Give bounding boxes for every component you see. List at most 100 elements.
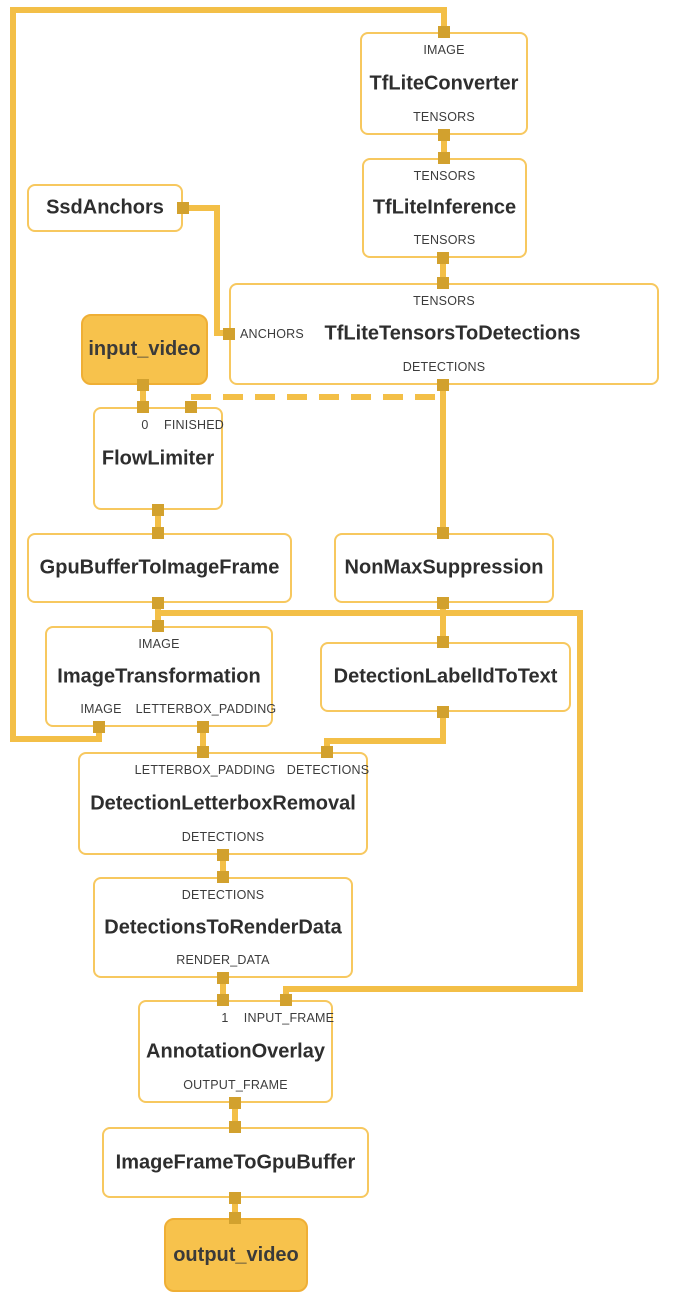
port-tfliteinference-tensors-out	[437, 252, 449, 264]
port-letterboxremoval-detections-out	[217, 849, 229, 861]
port-label-detections-out: DETECTIONS	[181, 830, 265, 844]
terminal-output-video[interactable]: output_video	[164, 1218, 308, 1292]
edge-gpubuffer-to-annotationoverlay-seg1	[155, 610, 583, 616]
port-detectionstorenderdata-out	[217, 972, 229, 984]
edge-imagetransformation-to-tfliteconverter-seg2	[10, 736, 102, 742]
port-label-letterbox-padding-out: LETTERBOX_PADDING	[135, 702, 277, 716]
node-flow-limiter[interactable]: 0 FINISHED FlowLimiter	[93, 407, 224, 510]
edge-tfliteconverter-to-tfliteinference	[441, 133, 447, 160]
port-label-image-in: IMAGE	[138, 637, 180, 651]
port-inputvideo-out	[137, 379, 149, 391]
port-flowlimiter-0-in	[137, 401, 149, 413]
port-tensorstodetections-tensors-in	[437, 277, 449, 289]
edge-renderdata-to-annotationoverlay	[220, 976, 226, 1002]
node-detection-letterbox-removal[interactable]: LETTERBOX_PADDING DETECTIONS DetectionLe…	[78, 752, 370, 855]
port-label-0-in: 0	[141, 418, 149, 432]
edge-imagetransformation-to-tfliteconverter-seg1	[96, 727, 102, 742]
port-annotationoverlay-inputframe-in	[280, 994, 292, 1006]
node-title: TfLiteInference	[372, 196, 517, 219]
edge-ssdanchors-to-anchors-seg2	[214, 205, 220, 336]
edge-detections-to-flowlimiter-finished-dashed	[191, 394, 443, 400]
port-nonmaxsuppression-in	[437, 527, 449, 539]
port-imagetransformation-letterboxpadding-out	[197, 721, 209, 733]
edge-annotationoverlay-to-imageframetogpubuffer	[232, 1101, 238, 1129]
port-label-letterbox-padding-in: LETTERBOX_PADDING	[134, 763, 276, 777]
node-annotation-overlay[interactable]: 1 INPUT_FRAME AnnotationOverlay OUTPUT_F…	[138, 1000, 335, 1103]
node-title: FlowLimiter	[101, 447, 215, 469]
port-letterboxremoval-detections-in	[321, 746, 333, 758]
edge-flowlimiter-to-gpubuffertoimageframe	[155, 508, 161, 535]
port-ssdanchors-out	[177, 202, 189, 214]
edge-labelidtotext-to-letterboxremoval-seg1	[440, 710, 446, 744]
edge-gpubuffer-to-annotationoverlay-seg3	[283, 986, 583, 992]
port-label-detections-in: DETECTIONS	[286, 763, 370, 777]
node-ssd-anchors[interactable]: SsdAnchors	[27, 184, 183, 232]
port-annotationoverlay-outputframe-out	[229, 1097, 241, 1109]
port-imagetransformation-image-in	[152, 620, 164, 632]
port-tfliteconverter-image-in	[438, 26, 450, 38]
node-non-max-suppression[interactable]: NonMaxSuppression	[334, 533, 554, 603]
port-letterboxremoval-letterboxpadding-in	[197, 746, 209, 758]
port-label-detections-out: DETECTIONS	[402, 360, 486, 374]
port-imagetransformation-image-out	[93, 721, 105, 733]
port-tfliteinference-tensors-in	[438, 152, 450, 164]
node-title: ImageFrameToGpuBuffer	[115, 1151, 356, 1173]
edge-imagetransformation-to-tfliteconverter-seg4	[10, 7, 447, 13]
terminal-label: output_video	[173, 1243, 299, 1266]
port-label-tensors-out: TENSORS	[413, 233, 476, 247]
port-gpubuffertoimageframe-out	[152, 597, 164, 609]
edge-imagetransformation-to-tfliteconverter-seg5	[441, 7, 447, 34]
port-label-anchors-in: ANCHORS	[240, 327, 304, 341]
edge-imageframetogpubuffer-to-outputvideo	[232, 1196, 238, 1220]
node-title: ImageTransformation	[57, 665, 261, 687]
port-imageframetogpubuffer-in	[229, 1121, 241, 1133]
node-detections-to-render-data[interactable]: DETECTIONS DetectionsToRenderData RENDER…	[93, 877, 353, 978]
terminal-input-video[interactable]: input_video	[81, 314, 208, 385]
edge-inputvideo-to-flowlimiter	[140, 383, 146, 409]
node-tflite-converter[interactable]: IMAGE TfLiteConverter TENSORS	[360, 32, 528, 135]
port-flowlimiter-finished-in	[185, 401, 197, 413]
edge-imagetransformation-to-tfliteconverter-seg3	[10, 7, 16, 742]
node-title: DetectionsToRenderData	[104, 916, 342, 938]
port-label-input-frame-in: INPUT_FRAME	[243, 1011, 335, 1025]
port-flowlimiter-out	[152, 504, 164, 516]
port-detectionlabelidtotext-out	[437, 706, 449, 718]
port-tensorstodetections-anchors-in	[223, 328, 235, 340]
port-tensorstodetections-detections-out	[437, 379, 449, 391]
port-label-output-frame-out: OUTPUT_FRAME	[183, 1078, 288, 1092]
node-title: TfLiteConverter	[369, 72, 519, 94]
edge-letterboxpadding	[200, 725, 206, 754]
edge-labelidtotext-to-letterboxremoval-seg2	[324, 738, 446, 744]
node-title: GpuBufferToImageFrame	[39, 556, 280, 579]
node-detection-label-id-to-text[interactable]: DetectionLabelIdToText	[320, 642, 571, 712]
node-gpu-buffer-to-image-frame[interactable]: GpuBufferToImageFrame	[27, 533, 292, 603]
port-label-finished-in: FINISHED	[164, 418, 224, 432]
node-image-transformation[interactable]: IMAGE ImageTransformation IMAGE LETTERBO…	[45, 626, 276, 727]
port-nonmaxsuppression-out	[437, 597, 449, 609]
port-imageframetogpubuffer-out	[229, 1192, 241, 1204]
node-tflite-inference[interactable]: TENSORS TfLiteInference TENSORS	[362, 158, 527, 258]
edge-ssdanchors-to-anchors-seg1	[183, 205, 220, 211]
node-title: NonMaxSuppression	[344, 556, 544, 579]
port-detectionlabelidtotext-in	[437, 636, 449, 648]
port-detectionstorenderdata-in	[217, 871, 229, 883]
node-tflite-tensors-to-detections[interactable]: TENSORS ANCHORS TfLiteTensorsToDetection…	[229, 283, 659, 385]
terminal-label: input_video	[88, 338, 201, 360]
edge-nonmax-to-labelidtotext	[440, 601, 446, 644]
node-title: DetectionLabelIdToText	[333, 665, 558, 688]
port-label-image-out: IMAGE	[80, 702, 122, 716]
node-image-frame-to-gpu-buffer[interactable]: ImageFrameToGpuBuffer	[102, 1127, 369, 1198]
node-title: AnnotationOverlay	[146, 1040, 325, 1062]
edge-letterboxremoval-to-rendergata	[220, 853, 226, 879]
edge-gpubuffer-to-annotationoverlay-seg2	[577, 610, 583, 992]
port-gpubuffertoimageframe-in	[152, 527, 164, 539]
node-title: DetectionLetterboxRemoval	[90, 792, 356, 814]
port-label-1-in: 1	[221, 1011, 229, 1025]
edge-detections-to-nonmaxsuppression	[440, 383, 446, 535]
edge-tfliteinference-to-tensorstodetections	[440, 256, 446, 285]
port-label-tensors-in: TENSORS	[413, 169, 476, 183]
port-label-render-data-out: RENDER_DATA	[176, 953, 270, 967]
edge-ssdanchors-to-anchors-seg3	[214, 330, 230, 336]
port-label-tensors-in: TENSORS	[413, 294, 475, 308]
